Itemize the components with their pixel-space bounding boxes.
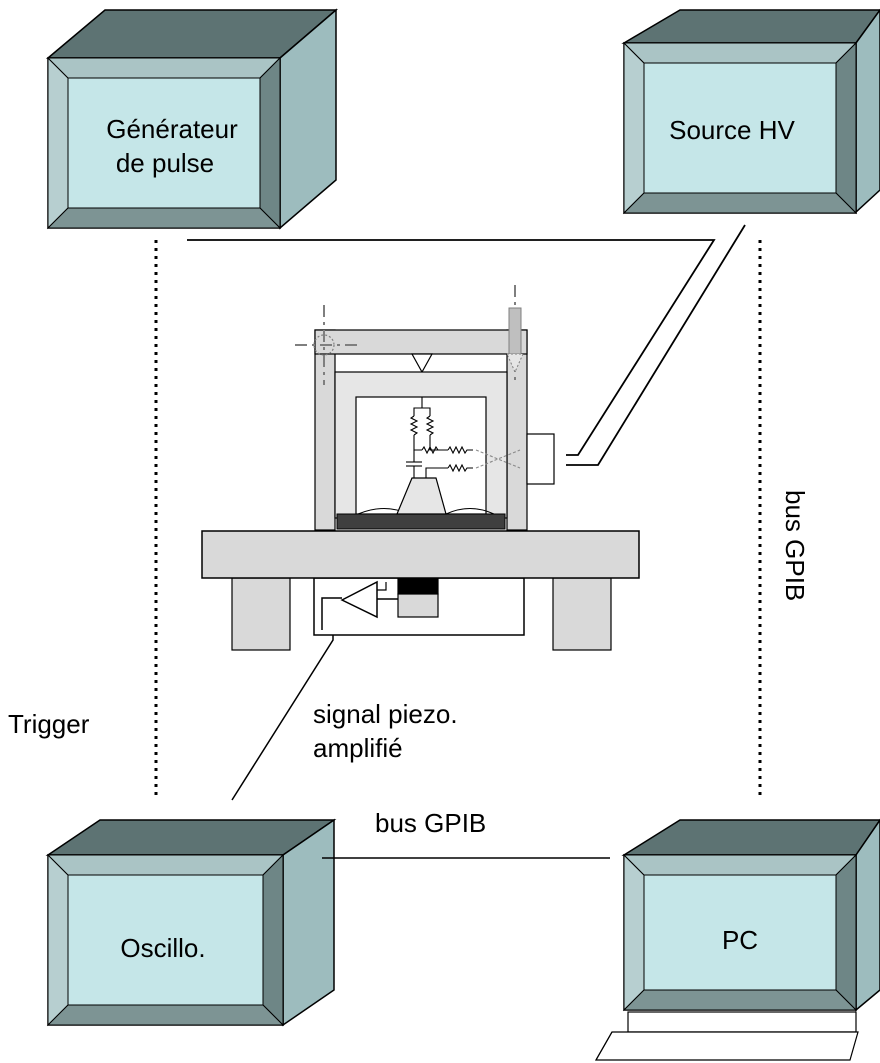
keyboard-icon (594, 1011, 859, 1061)
pulse-generator-label-line1: Générateur (106, 114, 238, 144)
piezo-signal-label-line1: signal piezo. (313, 699, 458, 729)
hv-source-label: Source HV (669, 115, 795, 145)
pc-label: PC (722, 925, 758, 955)
alignment-marker-right (506, 285, 524, 385)
gpib-vertical-label: bus GPIB (780, 490, 810, 601)
pulse-generator-box: Générateur de pulse (45, 8, 339, 230)
table-top (201, 530, 640, 579)
frame-crossbar (314, 329, 528, 355)
piezo-signal-label-line2: amplifié (313, 733, 403, 763)
probe-tip-icon (410, 353, 434, 374)
table-leg-left (231, 577, 291, 651)
hv-supply-lines (187, 224, 746, 466)
alignment-marker-left (295, 305, 360, 385)
pc-box: PC (594, 818, 880, 1061)
piezo-sensor-icon (397, 577, 439, 595)
gpib-horizontal-label: bus GPIB (375, 808, 486, 838)
oscilloscope-label: Oscillo. (120, 933, 205, 963)
oscilloscope-box: Oscillo. (45, 818, 337, 1027)
test-apparatus (201, 285, 640, 651)
trigger-label: Trigger (8, 709, 90, 739)
hv-connector (526, 433, 555, 485)
hv-source-box: Source HV (621, 8, 880, 215)
sample-base (336, 513, 506, 530)
sample-icon (396, 477, 447, 515)
table-leg-right (552, 577, 612, 651)
amplifier-housing (313, 577, 525, 636)
pulse-generator-label-line2: de pulse (116, 148, 214, 178)
circuit-schematic (406, 397, 521, 478)
